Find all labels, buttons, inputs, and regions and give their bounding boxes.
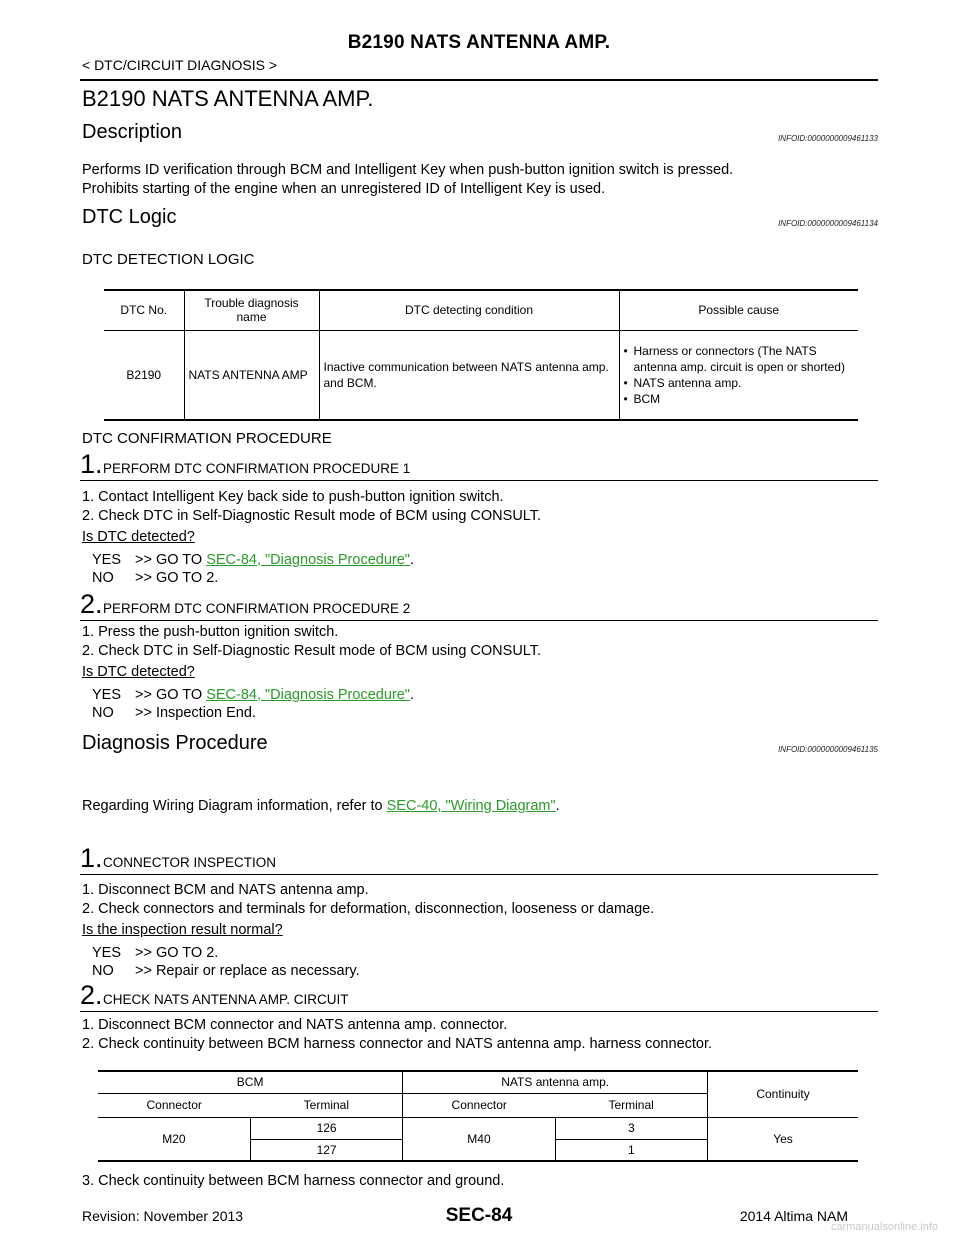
answer-key: YES (92, 552, 122, 568)
description-text-2: Prohibits starting of the engine when an… (82, 181, 606, 197)
page-title: B2190 NATS ANTENNA AMP. (82, 86, 374, 111)
step-line: 2. Check connectors and terminals for de… (82, 901, 655, 917)
page-header-title: B2190 NATS ANTENNA AMP. (347, 32, 611, 53)
cause-item: NATS antenna amp. (624, 375, 855, 391)
answer-key: NO (92, 705, 114, 721)
bcm-terminal-cell: 127 (249, 1139, 403, 1161)
col-possible-cause: Possible cause (618, 290, 858, 331)
step-question: Is DTC detected? (82, 529, 195, 545)
dtc-detection-heading: DTC DETECTION LOGIC (82, 251, 255, 268)
col-connector: Connector (402, 1093, 556, 1118)
answer-key: NO (92, 570, 114, 586)
step-question: Is the inspection result normal? (82, 922, 283, 938)
step-line: 2. Check DTC in Self-Diagnostic Result m… (82, 643, 542, 659)
description-infoid: INFOID:0000000009461133 (778, 134, 878, 143)
continuity-table: BCM NATS antenna amp. Continuity Connect… (98, 1070, 858, 1162)
confirmation-step-2: 2. PERFORM DTC CONFIRMATION PROCEDURE 2 (80, 589, 878, 621)
answer-no: NO >> Inspection End. (92, 705, 256, 721)
cause-item: BCM (624, 391, 855, 407)
answer-yes: YES >> GO TO SEC-84, "Diagnosis Procedure… (92, 552, 414, 568)
bcm-connector-cell: M20 (162, 1131, 186, 1146)
bcm-group-header: BCM (98, 1071, 403, 1094)
dtc-confirmation-heading: DTC CONFIRMATION PROCEDURE (82, 430, 332, 447)
possible-cause-cell: Harness or connectors (The NATS antenna … (618, 330, 858, 420)
answer-text: >> Repair or replace as necessary. (135, 963, 360, 979)
diagnosis-step-2: 2. CHECK NATS ANTENNA AMP. CIRCUIT (80, 980, 878, 1012)
diagnosis-procedure-link[interactable]: SEC-84, "Diagnosis Procedure" (206, 687, 410, 703)
answer-text: >> GO TO (135, 687, 207, 703)
col-connector: Connector (98, 1093, 251, 1118)
col-condition: DTC detecting condition (318, 290, 619, 331)
diagnosis-step-1: 1. CONNECTOR INSPECTION (80, 843, 878, 875)
watermark: carmanualsonline.info (830, 1221, 938, 1233)
nats-group-header: NATS antenna amp. (402, 1071, 708, 1094)
step-line: 2. Check continuity between BCM harness … (82, 1036, 713, 1052)
manual-page: B2190 NATS ANTENNA AMP. < DTC/CIRCUIT DI… (80, 0, 878, 1242)
step-line: 1. Press the push-button ignition switch… (82, 624, 339, 640)
continuity-result-cell: Yes (707, 1117, 858, 1161)
confirmation-step-1: 1. PERFORM DTC CONFIRMATION PROCEDURE 1 (80, 449, 878, 481)
answer-key: YES (92, 687, 122, 703)
answer-yes: YES >> GO TO 2. (92, 945, 218, 961)
diagnosis-procedure-link[interactable]: SEC-84, "Diagnosis Procedure" (206, 552, 410, 568)
diagnosis-heading: Diagnosis Procedure (82, 732, 268, 754)
wiring-diagram-link[interactable]: SEC-40, "Wiring Diagram" (386, 798, 556, 814)
col-terminal: Terminal (555, 1093, 708, 1118)
footer-model: 2014 Altima NAM (739, 1208, 848, 1224)
breadcrumb: < DTC/CIRCUIT DIAGNOSIS > (82, 57, 277, 73)
continuity-header: Continuity (707, 1071, 858, 1118)
step-number: 1. (80, 843, 103, 873)
step-line: 2. Check DTC in Self-Diagnostic Result m… (82, 508, 542, 524)
bcm-terminal-cell: 126 (249, 1117, 403, 1140)
nats-connector-cell: M40 (402, 1117, 556, 1161)
answer-text: >> GO TO 2. (135, 570, 219, 586)
step-title: CHECK NATS ANTENNA AMP. CIRCUIT (103, 992, 349, 1007)
step-number: 1. (80, 449, 103, 479)
step-line: 3. Check continuity between BCM harness … (82, 1173, 505, 1189)
step-number: 2. (80, 589, 103, 619)
step-number: 2. (80, 980, 103, 1010)
step-line: 1. Contact Intelligent Key back side to … (82, 489, 504, 505)
answer-key: YES (92, 945, 122, 961)
table-row: 127 1 (98, 1139, 858, 1161)
col-terminal: Terminal (250, 1093, 403, 1118)
trouble-name-cell: NATS ANTENNA AMP (183, 330, 319, 420)
description-text-1: Performs ID verification through BCM and… (82, 162, 734, 178)
step-title: PERFORM DTC CONFIRMATION PROCEDURE 1 (103, 461, 411, 476)
header-rule (80, 79, 878, 81)
footer-page-number: SEC-84 (445, 1205, 513, 1226)
step-title: PERFORM DTC CONFIRMATION PROCEDURE 2 (103, 601, 411, 616)
dtc-no-cell: B2190 (126, 367, 162, 382)
nats-terminal-cell: 3 (554, 1117, 708, 1140)
wiring-text: Regarding Wiring Diagram information, re… (82, 798, 387, 814)
cause-item: Harness or connectors (The NATS antenna … (624, 343, 855, 375)
answer-key: NO (92, 963, 114, 979)
wiring-reference: Regarding Wiring Diagram information, re… (82, 798, 560, 814)
dtc-logic-infoid: INFOID:0000000009461134 (778, 219, 878, 228)
table-row: B2190 NATS ANTENNA AMP Inactive communic… (104, 330, 858, 420)
col-trouble-name: Trouble diagnosis name (183, 290, 319, 331)
description-heading: Description (82, 121, 183, 143)
diagnosis-infoid: INFOID:0000000009461135 (778, 745, 878, 754)
footer-revision: Revision: November 2013 (82, 1208, 244, 1224)
step-line: 1. Disconnect BCM and NATS antenna amp. (82, 882, 369, 898)
answer-no: NO >> GO TO 2. (92, 570, 218, 586)
col-dtc-no: DTC No. (104, 290, 184, 331)
answer-text: >> GO TO 2. (135, 945, 219, 961)
answer-text: >> GO TO (135, 552, 207, 568)
nats-terminal-cell: 1 (554, 1139, 708, 1161)
answer-no: NO >> Repair or replace as necessary. (92, 963, 360, 979)
condition-cell: Inactive communication between NATS ante… (318, 330, 619, 420)
dtc-logic-heading: DTC Logic (82, 206, 177, 228)
table-row: M20 126 M40 3 Yes (98, 1117, 858, 1161)
dtc-table: DTC No. Trouble diagnosis name DTC detec… (104, 289, 858, 421)
step-question: Is DTC detected? (82, 664, 195, 680)
step-title: CONNECTOR INSPECTION (103, 855, 277, 870)
answer-text: >> Inspection End. (135, 705, 256, 721)
step-line: 1. Disconnect BCM connector and NATS ant… (82, 1017, 508, 1033)
answer-yes: YES >> GO TO SEC-84, "Diagnosis Procedure… (92, 687, 414, 703)
